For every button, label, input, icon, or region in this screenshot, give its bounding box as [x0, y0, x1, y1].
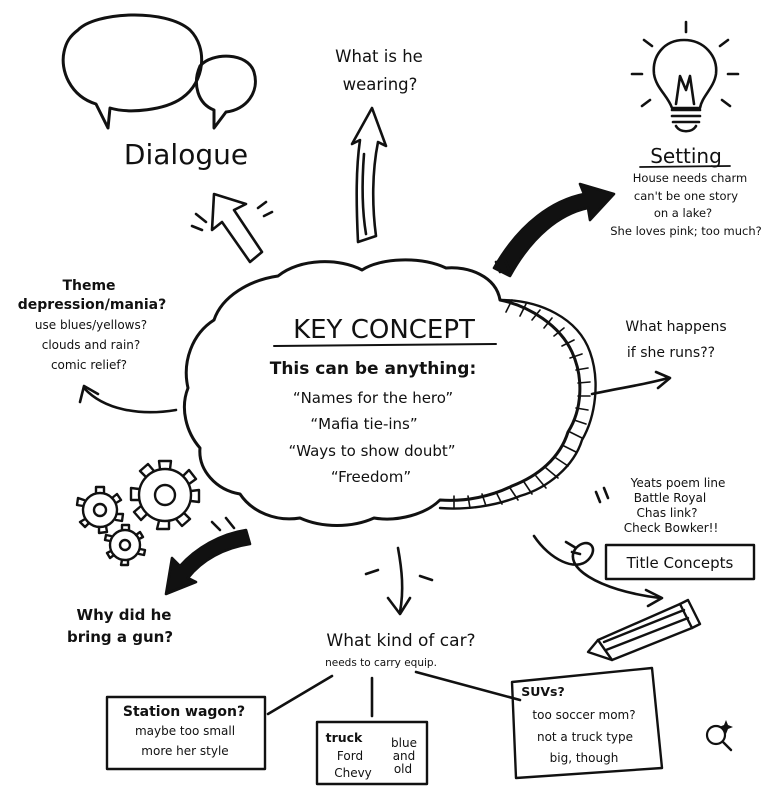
suv-box: SUVs? too soccer mom? not a truck type b…: [510, 666, 664, 780]
title-concepts-box: [604, 543, 756, 581]
truck-title: truck: [326, 730, 363, 745]
title-note-4: Check Bowker!!: [624, 521, 719, 535]
theme-subtitle: depression/mania?: [18, 297, 166, 313]
suv-title: SUVs?: [521, 684, 565, 699]
arrow-to-dialogue: [210, 192, 264, 264]
car-section: What kind of car? needs to carry equip.: [325, 631, 476, 669]
truck-make-2: Chevy: [334, 766, 372, 780]
arrow-to-car: [396, 546, 404, 614]
gun-line-2: bring a gun?: [67, 628, 173, 646]
key-concept-item-4: “Freedom”: [331, 468, 411, 486]
suv-note-1: too soccer mom?: [532, 708, 635, 722]
station-wagon-note-2: more her style: [141, 744, 228, 758]
setting-note-4: She loves pink; too much?: [610, 224, 762, 238]
arrow-to-runs: [590, 376, 670, 396]
arrow-to-theme: [82, 386, 178, 414]
setting-note-2: can't be one story: [634, 189, 738, 203]
key-concept-title: KEY CONCEPT: [293, 315, 475, 345]
car-note: needs to carry equip.: [325, 657, 437, 669]
key-concept-item-3: “Ways to show doubt”: [288, 442, 455, 460]
truck-desc-3: old: [394, 762, 412, 776]
light-bulb-icon: [630, 20, 740, 133]
truck-box: truck Ford Chevy blue and old: [315, 720, 429, 786]
setting-note-3: on a lake?: [654, 206, 712, 220]
wearing-line-2: wearing?: [343, 75, 418, 94]
arrow-to-wearing: [350, 106, 388, 244]
pencil-icon: [586, 598, 702, 662]
theme-note-3: comic relief?: [51, 358, 127, 372]
speech-bubbles-icon: [61, 13, 257, 130]
dialogue-label: Dialogue: [124, 138, 248, 171]
station-wagon-box: Station wagon? maybe too small more her …: [105, 695, 267, 771]
title-note-2: Battle Royal: [634, 491, 706, 505]
setting-section: Setting House needs charm can't be one s…: [610, 144, 762, 238]
runs-question: What happens if she runs??: [625, 319, 726, 361]
runs-line-2: if she runs??: [627, 345, 715, 361]
wearing-line-1: What is he: [335, 47, 423, 66]
title-note-3: Chas link?: [637, 506, 698, 520]
key-concept-item-2: “Mafia tie-ins”: [310, 415, 417, 433]
arrow-to-title: [532, 534, 662, 600]
truck-make-1: Ford: [337, 749, 363, 763]
setting-title: Setting: [650, 144, 722, 168]
key-concept: KEY CONCEPT This can be anything: “Names…: [270, 315, 497, 486]
key-concept-item-1: “Names for the hero”: [293, 389, 453, 407]
arrow-to-gun: [164, 528, 252, 596]
setting-note-1: House needs charm: [633, 171, 747, 185]
suv-note-3: big, though: [550, 751, 619, 765]
title-concepts-section: Yeats poem line Battle Royal Chas link? …: [604, 476, 756, 581]
gun-question: Why did he bring a gun?: [67, 606, 173, 646]
gun-line-1: Why did he: [77, 606, 172, 624]
runs-line-1: What happens: [625, 319, 726, 335]
theme-section: Theme depression/mania? use blues/yellow…: [18, 278, 166, 372]
title-concepts-label: Title Concepts: [626, 554, 734, 572]
station-wagon-note-1: maybe too small: [135, 724, 235, 738]
theme-title: Theme: [62, 278, 115, 294]
theme-note-1: use blues/yellows?: [35, 318, 147, 332]
brain-cloud: [182, 258, 597, 527]
theme-note-2: clouds and rain?: [42, 338, 141, 352]
truck-desc-1: blue: [391, 736, 417, 750]
station-wagon-title: Station wagon?: [123, 704, 245, 720]
gears-icon: [75, 459, 201, 567]
truck-desc-2: and: [393, 749, 416, 763]
key-concept-subtitle: This can be anything:: [270, 359, 477, 379]
suv-note-2: not a truck type: [537, 730, 633, 744]
wearing-question: What is he wearing?: [335, 47, 423, 94]
title-note-1: Yeats poem line: [630, 476, 726, 490]
arrow-to-setting: [492, 182, 616, 278]
car-question: What kind of car?: [326, 631, 475, 651]
visual-search-icon[interactable]: [700, 716, 740, 756]
